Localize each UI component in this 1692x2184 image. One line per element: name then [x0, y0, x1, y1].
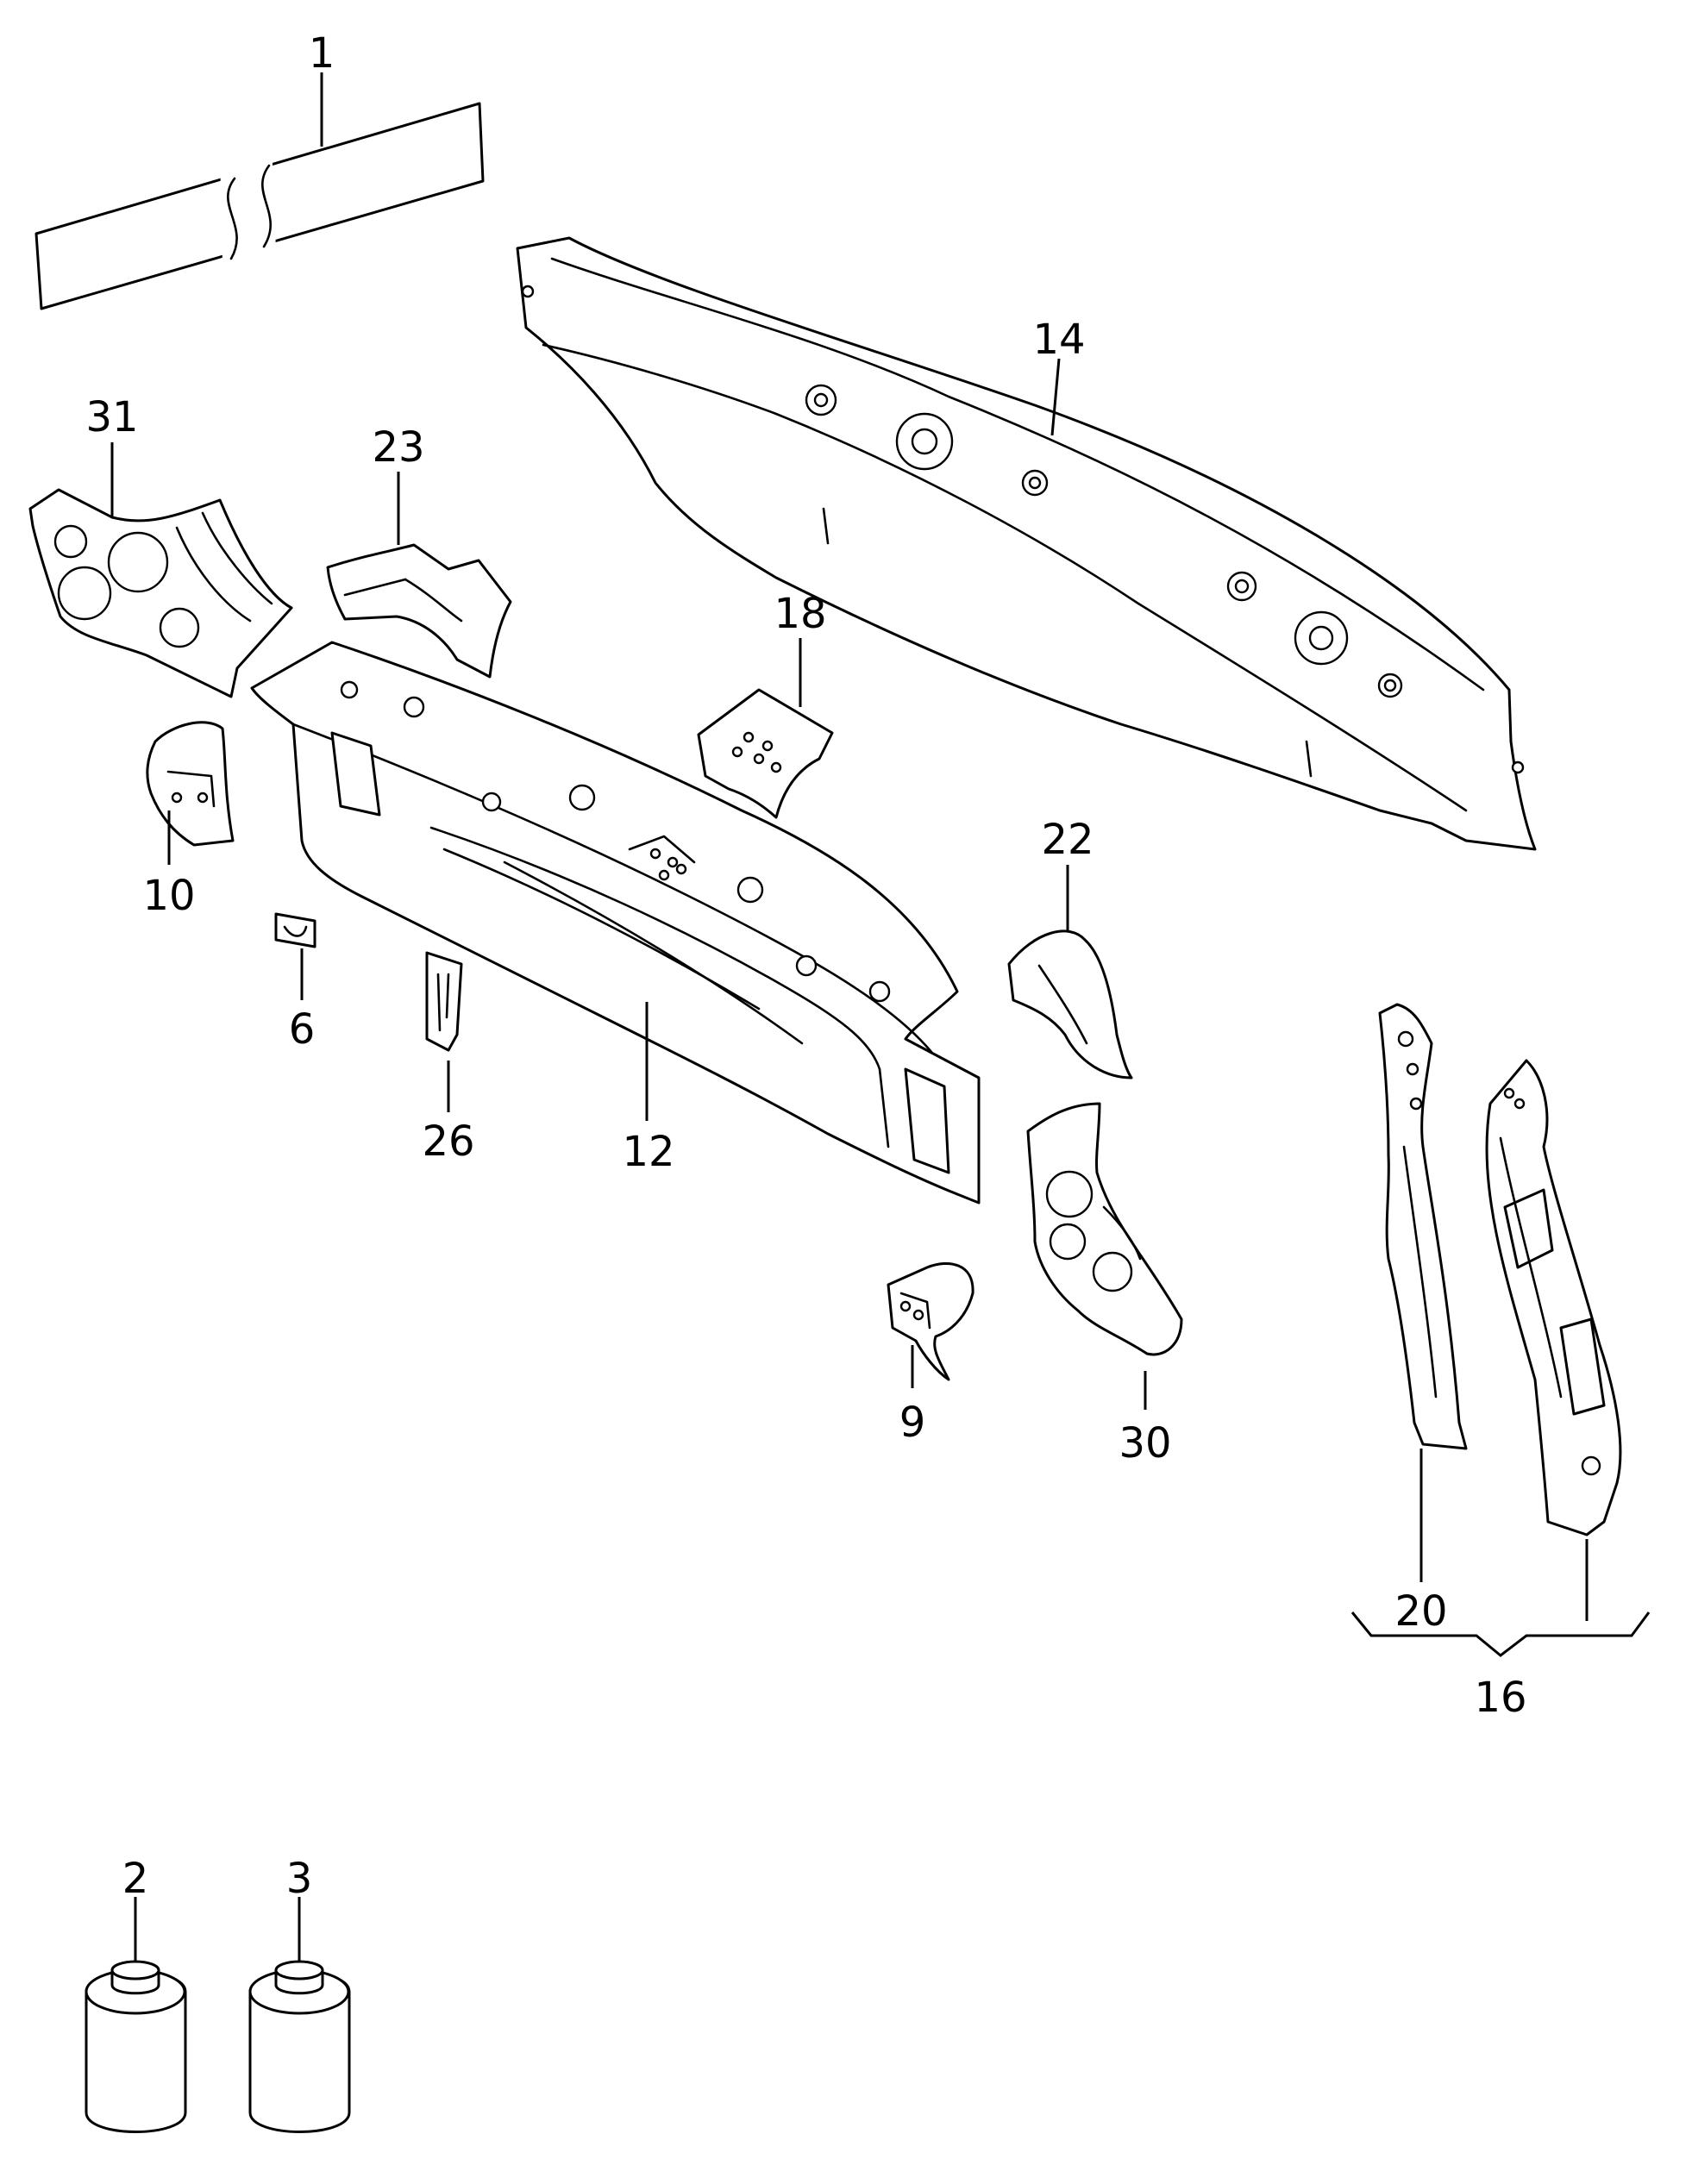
part-6-clip[interactable]	[274, 912, 316, 948]
part-9-bracket[interactable]	[887, 1261, 974, 1381]
part-2-can[interactable]	[85, 1960, 187, 2133]
label-18[interactable]: 18	[774, 590, 826, 638]
part-12-rear-panel[interactable]	[250, 641, 981, 1205]
label-12[interactable]: 12	[622, 1128, 674, 1176]
part-3-can[interactable]	[248, 1960, 351, 2133]
label-2[interactable]: 2	[122, 1855, 149, 1903]
part-30-bracket[interactable]	[1026, 1102, 1183, 1356]
leader-14	[1050, 358, 1061, 436]
part-26-strap[interactable]	[425, 951, 463, 1052]
part-1-tape-strip[interactable]	[34, 102, 485, 310]
label-23[interactable]: 23	[372, 423, 424, 472]
part-20-pillar[interactable]	[1378, 1003, 1468, 1450]
label-26[interactable]: 26	[422, 1117, 474, 1166]
part-18-bracket[interactable]	[697, 688, 834, 819]
label-9[interactable]: 9	[899, 1399, 926, 1447]
part-23-bracket[interactable]	[326, 543, 512, 679]
label-22[interactable]: 22	[1041, 816, 1094, 864]
part-14-cross-member[interactable]	[516, 236, 1537, 851]
label-31[interactable]: 31	[85, 393, 138, 441]
part-10-bracket[interactable]	[146, 721, 235, 847]
label-30[interactable]: 30	[1119, 1419, 1171, 1467]
label-6[interactable]: 6	[289, 1005, 316, 1054]
label-3[interactable]: 3	[286, 1855, 313, 1903]
part-16-side-panel[interactable]	[1485, 1059, 1622, 1536]
label-20[interactable]: 20	[1394, 1587, 1447, 1636]
part-22-bracket[interactable]	[1007, 929, 1133, 1079]
label-10[interactable]: 10	[142, 872, 195, 920]
label-1[interactable]: 1	[309, 29, 335, 78]
part-31-bracket[interactable]	[28, 488, 293, 698]
label-14[interactable]: 14	[1032, 316, 1085, 364]
group-16-bracket	[1350, 1611, 1651, 1657]
label-16[interactable]: 16	[1474, 1674, 1526, 1722]
